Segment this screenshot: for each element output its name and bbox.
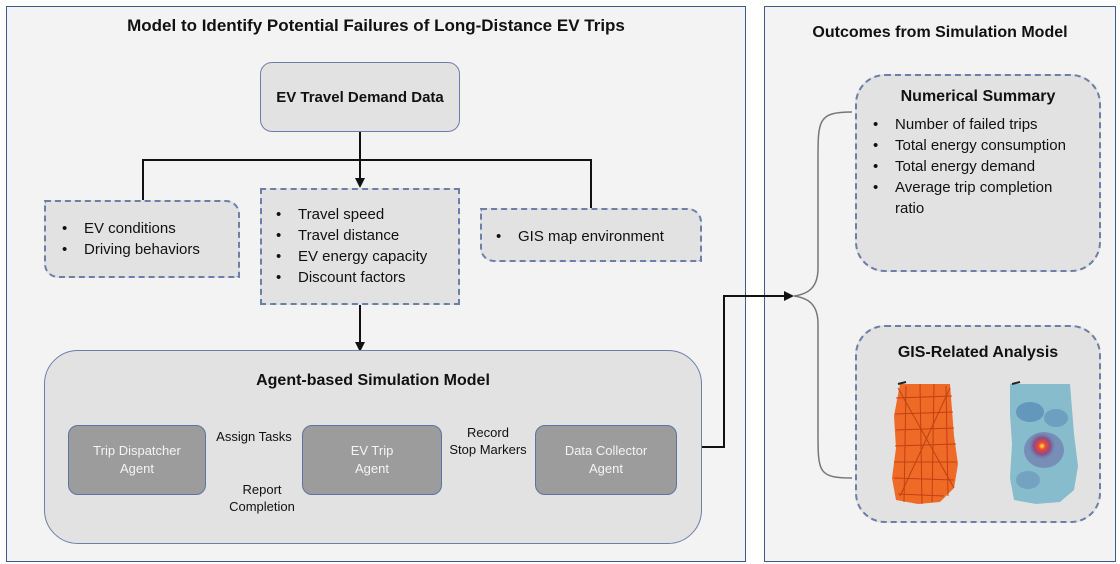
collector-line1: Data Collector <box>564 443 648 458</box>
simulation-title: Agent-based Simulation Model <box>256 372 490 389</box>
report-line2: Completion <box>229 499 295 514</box>
dispatcher-line2: Agent <box>120 461 154 476</box>
travel-item: EV energy capacity <box>272 246 458 267</box>
record-line1: Record <box>467 425 509 440</box>
outcome-brace <box>793 111 853 479</box>
travel-item: Travel distance <box>272 225 458 246</box>
demand-box: EV Travel Demand Data <box>260 62 460 132</box>
left-panel-title: Model to Identify Potential Failures of … <box>127 16 625 35</box>
record-stop-markers-label: Record Stop Markers <box>440 424 536 458</box>
summary-item: Number of failed trips <box>869 114 1079 135</box>
travel-parameters-box: Travel speed Travel distance EV energy c… <box>260 188 460 305</box>
report-line1: Report <box>242 482 282 497</box>
sim-to-outcome-line <box>702 291 794 448</box>
condition-item: Driving behaviors <box>58 239 238 260</box>
travel-item: Discount factors <box>272 267 458 288</box>
road-network-map <box>892 381 958 505</box>
trip-agent-line1: EV Trip <box>350 443 394 458</box>
record-line2: Stop Markers <box>449 442 527 457</box>
ev-trip-agent: EV Trip Agent <box>302 425 442 495</box>
numerical-summary-box: Numerical Summary Number of failed trips… <box>855 74 1101 272</box>
summary-item: Total energy demand <box>869 156 1079 177</box>
collector-line2: Agent <box>589 461 623 476</box>
travel-item: Travel speed <box>272 204 458 225</box>
gis-environment-box: GIS map environment <box>480 208 702 262</box>
right-panel-title: Outcomes from Simulation Model <box>812 24 1068 41</box>
report-completion-label: Report Completion <box>214 481 310 515</box>
summary-item: Total energy consumption <box>869 135 1079 156</box>
branch-line <box>142 159 592 208</box>
dispatcher-line1: Trip Dispatcher <box>93 443 181 458</box>
condition-item: EV conditions <box>58 218 238 239</box>
summary-item: Average trip completion ratio <box>869 177 1079 219</box>
gis-analysis-title: GIS-Related Analysis <box>897 344 1059 361</box>
trip-agent-line2: Agent <box>355 461 389 476</box>
data-collector-agent: Data Collector Agent <box>535 425 677 495</box>
numerical-summary-title: Numerical Summary <box>900 88 1056 105</box>
assign-tasks-label: Assign Tasks <box>216 429 292 444</box>
gis-environment-item: GIS map environment <box>492 226 700 247</box>
demand-label: EV Travel Demand Data <box>276 88 444 106</box>
heat-map <box>1010 381 1078 504</box>
conditions-box: EV conditions Driving behaviors <box>44 200 240 278</box>
trip-dispatcher-agent: Trip Dispatcher Agent <box>68 425 206 495</box>
